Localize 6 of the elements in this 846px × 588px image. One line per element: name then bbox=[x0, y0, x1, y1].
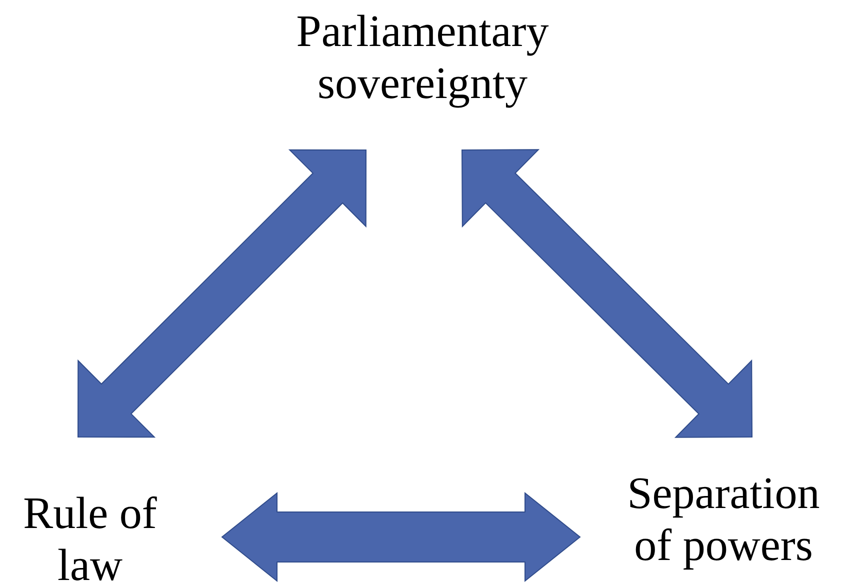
double-arrow bbox=[221, 492, 581, 582]
double-arrow bbox=[78, 149, 366, 438]
node-label: Rule of law bbox=[22, 487, 158, 588]
double-arrow bbox=[462, 149, 752, 438]
node-label: Parliamentary sovereignty bbox=[295, 5, 550, 109]
node-label: Separation of powers bbox=[626, 467, 821, 571]
